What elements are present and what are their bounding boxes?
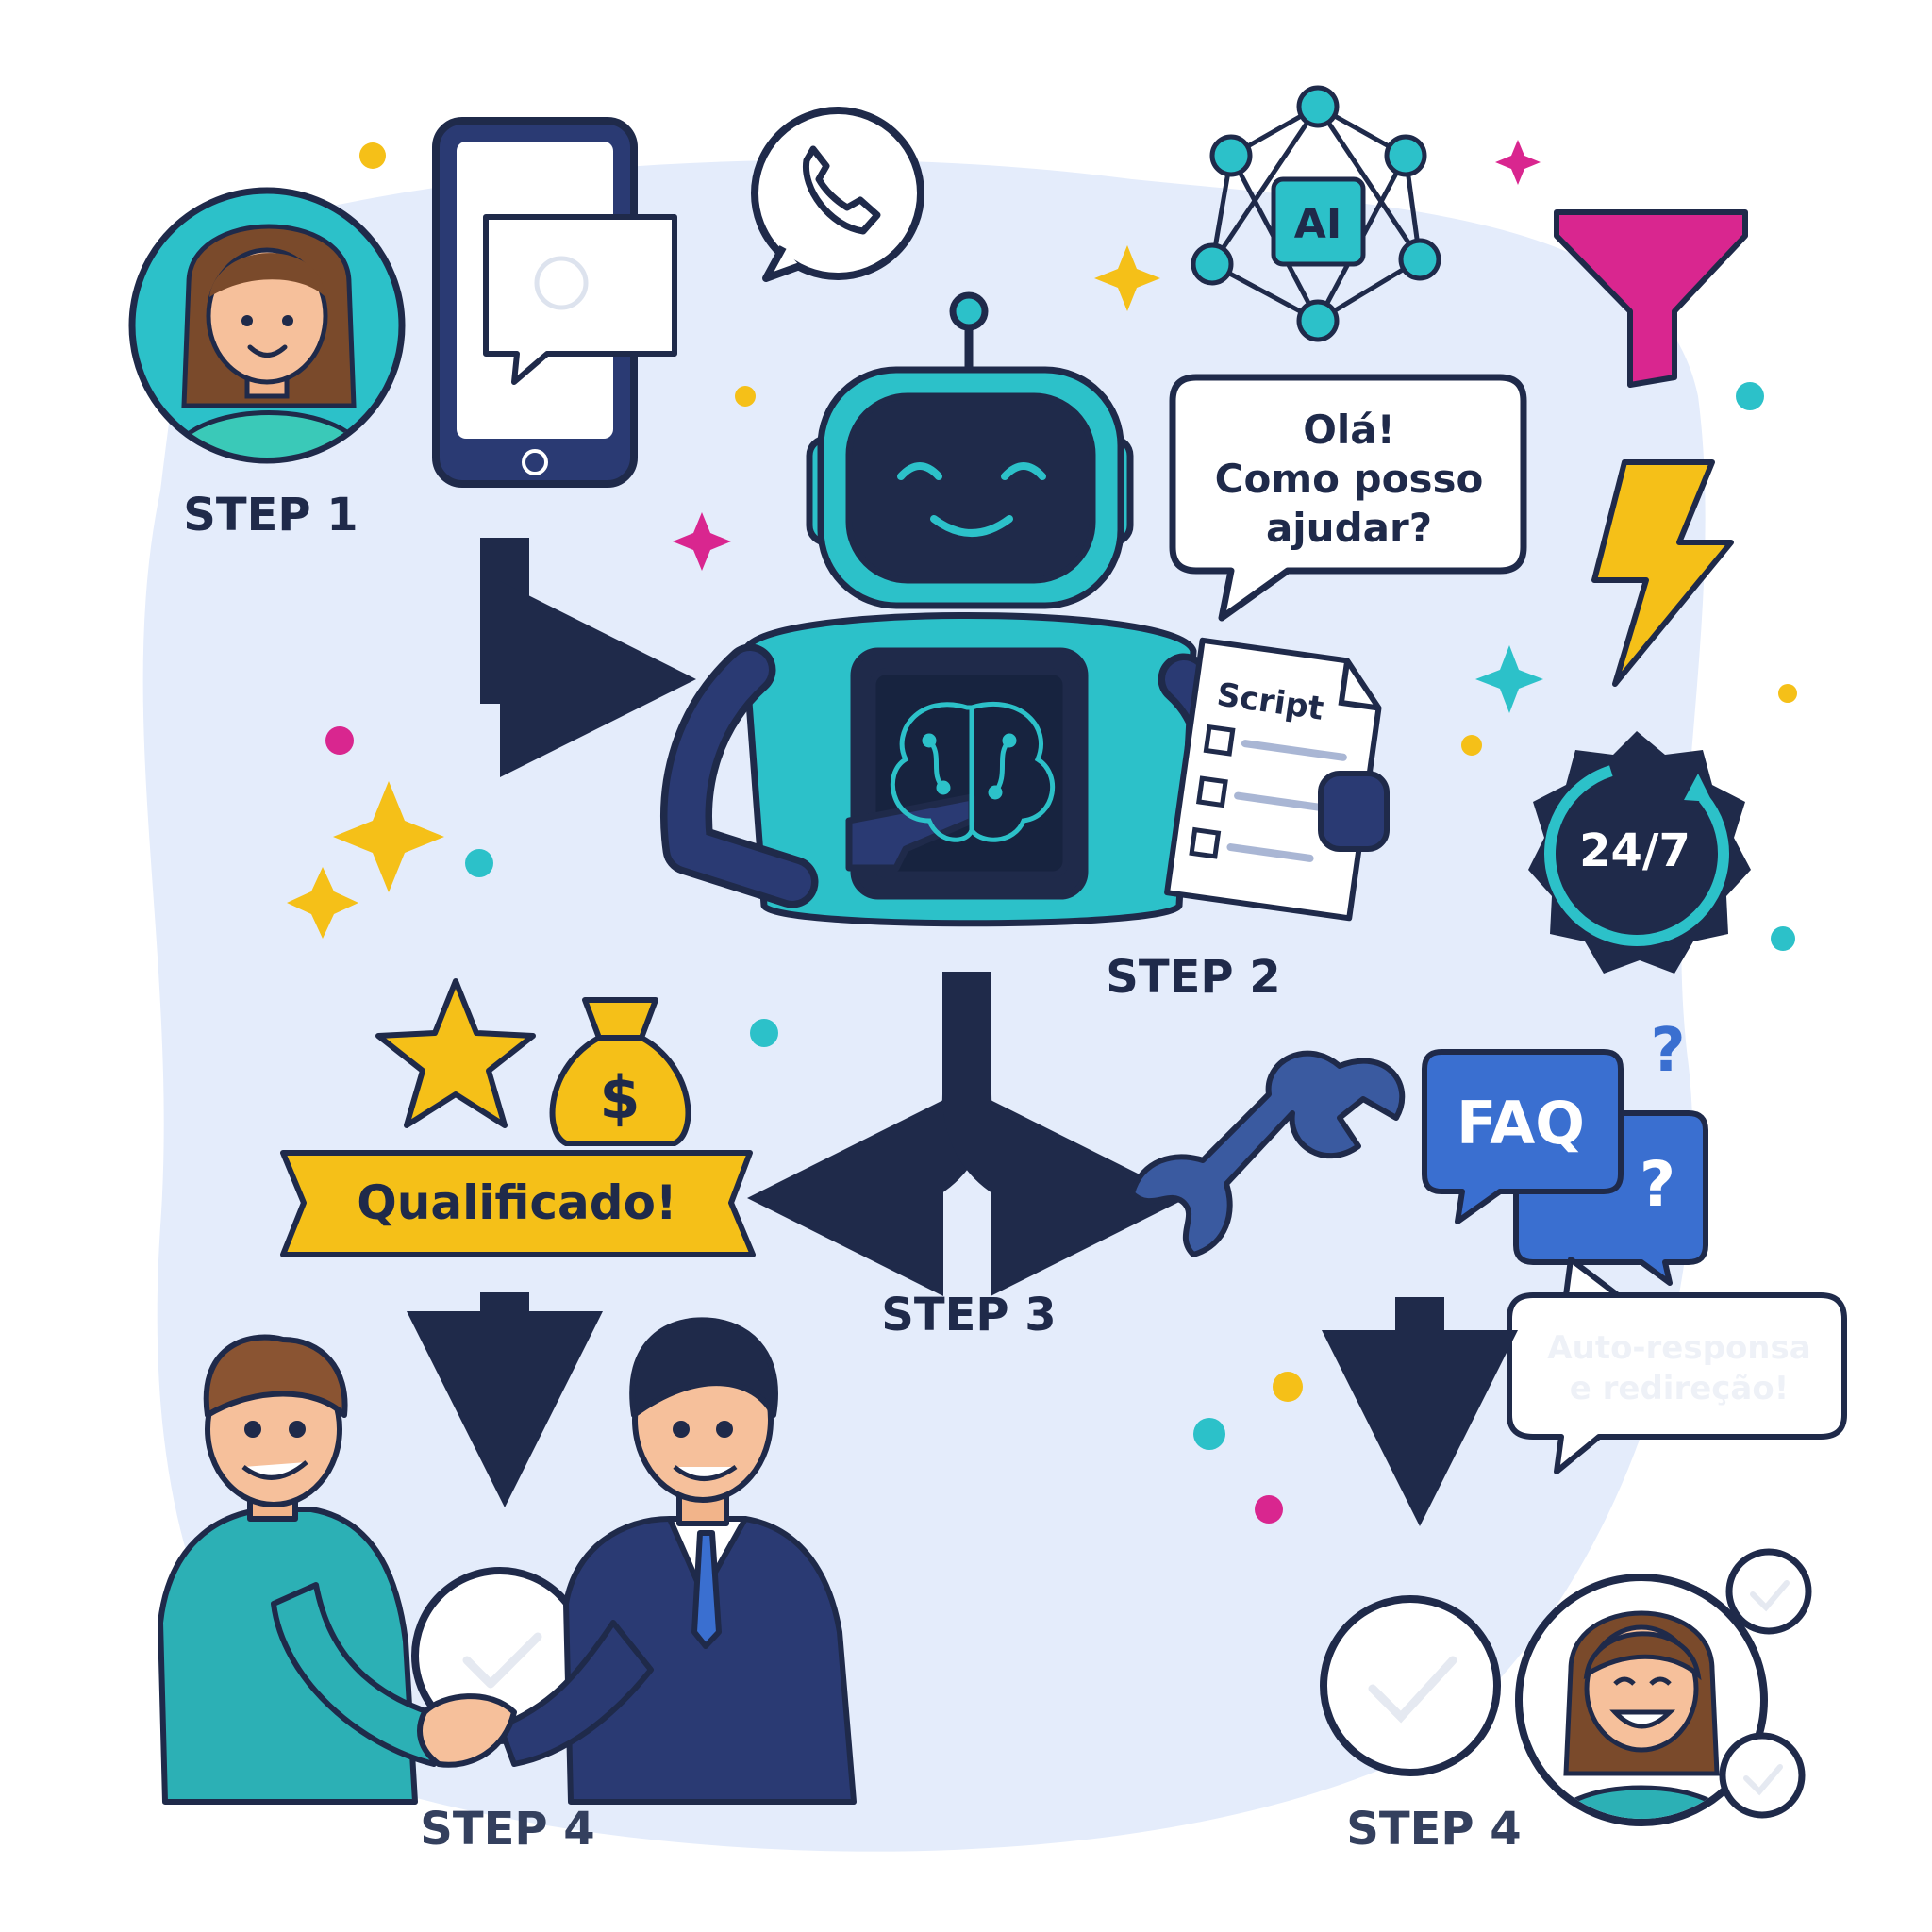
wrench-icon [1129,1050,1406,1257]
brain-icon [890,701,1055,842]
script-document-icon [1164,637,1390,922]
faq-bubble-icon [1422,1049,1708,1286]
greeting-line-3: ajudar? [1266,505,1432,551]
question-mark-bubble: ? [1640,1148,1675,1221]
step4-right-label: STEP 4 [1346,1803,1521,1856]
arrow-branch-right [942,1092,1187,1296]
question-mark-top: ? [1650,1016,1685,1086]
ai-label: AI [1294,200,1341,248]
decorative-dots [325,142,1797,1524]
step1-label: STEP 1 [183,489,358,541]
robot-icon [660,291,1248,927]
qualified-banner [280,1150,756,1257]
availability-label: 24/7 [1579,824,1690,877]
greeting-line-1: Olá! [1303,407,1395,453]
money-symbol: $ [599,1063,640,1132]
auto-reply-line-2: e redireção! [1570,1370,1790,1407]
woman-avatar-icon [128,187,406,464]
arrow-step1-to-robot [480,538,696,777]
ai-network-icon [1191,85,1441,342]
auto-reply-line-1: Auto-responsa [1547,1329,1810,1367]
clock-24-7-icon [1528,731,1751,974]
faq-label: FAQ [1457,1089,1585,1158]
money-bag-icon [549,997,691,1146]
whatsapp-icon [751,107,924,282]
greeting-bubble [1169,374,1527,622]
handshake-icon [158,1317,857,1805]
happy-woman-avatar-icon [1515,1548,1812,1826]
qualified-label: Qualificado! [357,1175,677,1230]
step3-label: STEP 3 [881,1289,1056,1341]
step4-left-label: STEP 4 [420,1803,594,1856]
funnel-icon [1554,209,1748,388]
star-icon [375,978,536,1128]
check-circle-icon [1320,1595,1501,1776]
auto-reply-bubble [1507,1257,1847,1474]
greeting-line-2: Como posso [1215,456,1484,502]
lightning-icon [1591,459,1734,687]
step2-label: STEP 2 [1106,951,1280,1004]
smartphone-icon [432,117,677,488]
sparkle-icons [287,140,1543,939]
